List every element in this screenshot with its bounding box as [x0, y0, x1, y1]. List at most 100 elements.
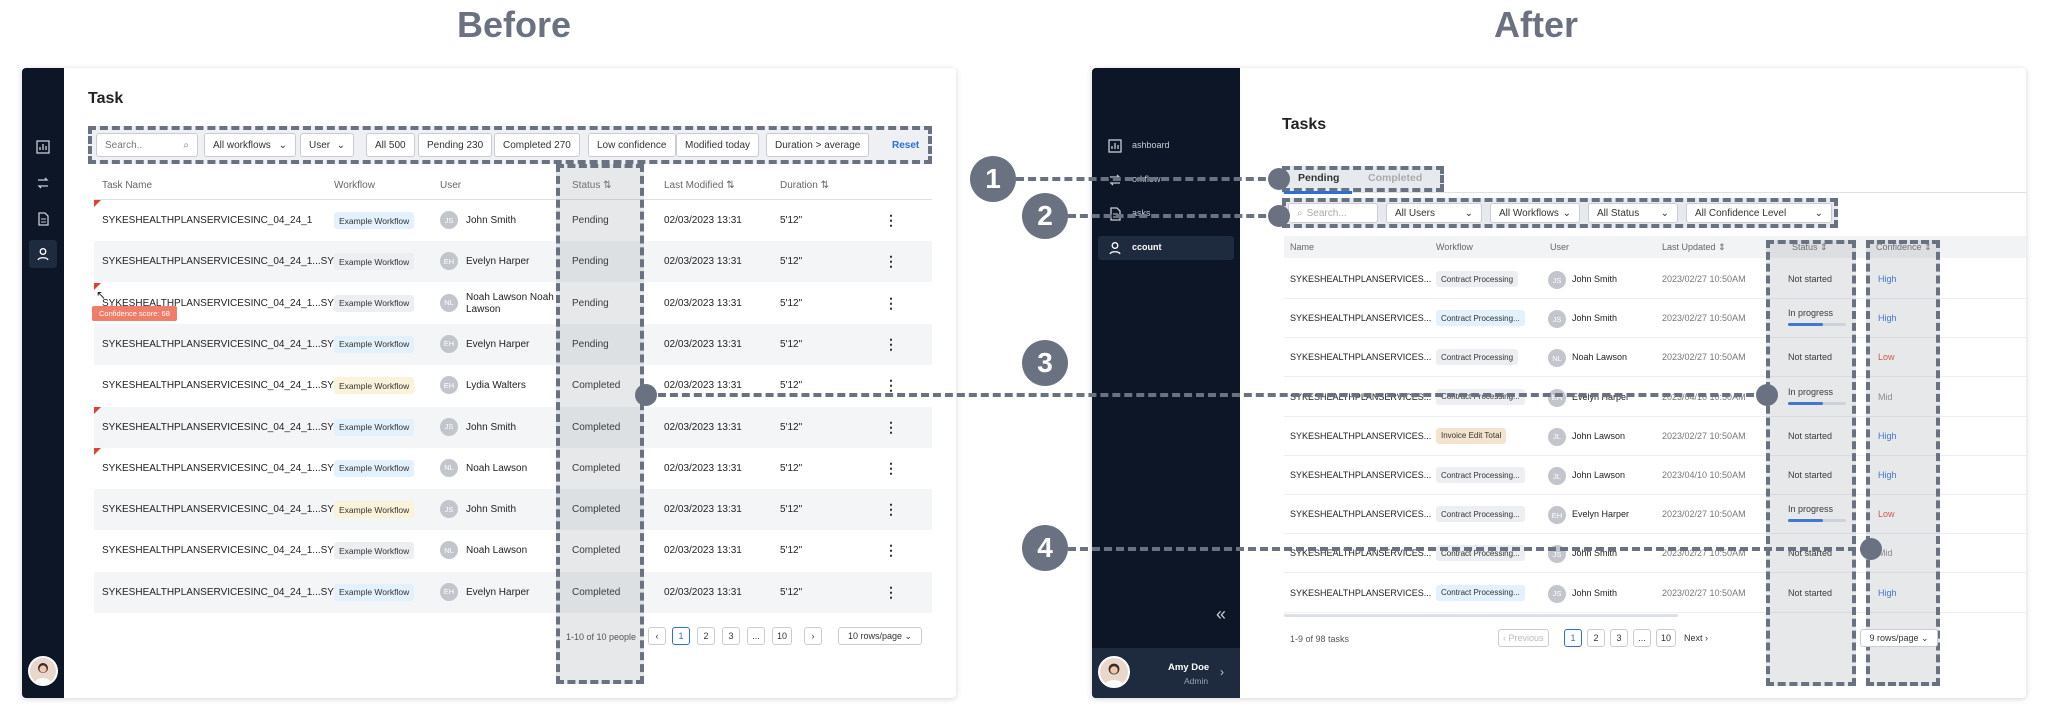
horizontal-scrollbar[interactable]: [1284, 614, 1678, 617]
user-avatar: JS: [440, 417, 458, 436]
table-row[interactable]: [94, 200, 932, 241]
search-icon: ⌕: [1297, 207, 1303, 219]
filter-low-confidence[interactable]: Low confidence: [588, 133, 676, 157]
col-last-modified[interactable]: Last Modified ⇅: [664, 180, 735, 191]
duration: 5'12": [780, 462, 803, 474]
page-button[interactable]: 3: [1610, 629, 1628, 647]
page-button[interactable]: ...: [1633, 629, 1651, 647]
next-page-button[interactable]: ›: [804, 627, 822, 645]
more-icon[interactable]: ⋮: [884, 418, 898, 435]
page-button[interactable]: 2: [1587, 629, 1605, 647]
rows-per-page-label: 10 rows/page: [847, 631, 902, 641]
prev-page-button[interactable]: ‹ Previous: [1498, 629, 1549, 647]
search-icon: ⌕: [183, 139, 189, 151]
next-page-button[interactable]: Next ›: [1680, 629, 1713, 647]
page-button[interactable]: 10: [772, 627, 793, 645]
reset-link[interactable]: Reset: [892, 140, 920, 151]
user-avatar: JL: [1548, 427, 1566, 446]
filter-all[interactable]: All 500: [366, 133, 415, 157]
task-name: SYKESHEALTHPLANSERVICESINC_04_24_1...SYK…: [102, 256, 356, 268]
table-row[interactable]: [94, 571, 932, 613]
collapse-sidebar-button[interactable]: «: [1216, 604, 1227, 624]
page-button[interactable]: 2: [697, 627, 715, 645]
rows-per-page-select[interactable]: 10 rows/page ⌄: [838, 627, 922, 645]
table-row[interactable]: [94, 323, 932, 365]
page-button[interactable]: 1: [1564, 629, 1582, 647]
sidebar-item-chart[interactable]: ashboard: [1098, 134, 1234, 158]
user-avatar: EH: [440, 376, 458, 395]
user-card[interactable]: Amy Doe Admin ›: [1092, 648, 1240, 698]
table-row[interactable]: [1284, 338, 2026, 378]
col-status[interactable]: Status ⇕: [1792, 242, 1828, 253]
page-button[interactable]: ...: [747, 627, 765, 645]
table-row[interactable]: [94, 282, 932, 324]
sidebar-item-user[interactable]: ccount: [1098, 236, 1234, 260]
confidence-filter[interactable]: All Confidence Level⌄: [1686, 203, 1832, 223]
table-row[interactable]: [1284, 573, 2026, 613]
users-filter[interactable]: All Users⌄: [1386, 203, 1482, 223]
user-avatar: JS: [1548, 310, 1566, 329]
tab-pending[interactable]: Pending: [1298, 172, 1340, 184]
sidebar-item-label: asks: [1132, 208, 1151, 218]
col-last-updated[interactable]: Last Updated ⇕: [1662, 242, 1726, 253]
rows-per-page-select[interactable]: 9 rows/page ⌄: [1860, 629, 1938, 647]
status-text: Completed: [572, 504, 621, 516]
table-row[interactable]: [1284, 534, 2026, 574]
more-icon[interactable]: ⋮: [884, 212, 898, 228]
table-row[interactable]: [94, 365, 932, 407]
sort-icon: ⇅: [603, 180, 612, 191]
page-button[interactable]: 10: [1656, 629, 1677, 647]
table-row[interactable]: [94, 530, 932, 572]
chevron-down-icon: ⌄: [904, 630, 913, 641]
more-icon[interactable]: ⋮: [884, 583, 898, 600]
table-row[interactable]: [94, 489, 932, 531]
user-name: John Smith: [466, 504, 517, 516]
table-row[interactable]: [1284, 416, 2026, 456]
user-filter[interactable]: User⌄: [300, 133, 354, 157]
confidence-column-highlight: [1866, 240, 1940, 686]
more-icon[interactable]: ⋮: [884, 542, 898, 559]
more-icon[interactable]: ⋮: [884, 459, 898, 476]
tab-completed[interactable]: Completed: [1368, 172, 1423, 184]
workflows-filter[interactable]: All Workflows⌄: [1490, 203, 1580, 223]
filter-pending[interactable]: Pending 230: [418, 133, 493, 157]
table-row[interactable]: [1284, 299, 2026, 339]
more-icon[interactable]: ⋮: [884, 294, 898, 311]
page-button[interactable]: 1: [672, 627, 690, 645]
filter-duration[interactable]: Duration > average: [766, 133, 870, 157]
chart-icon[interactable]: [32, 136, 54, 158]
more-icon[interactable]: ⋮: [884, 335, 898, 352]
col-duration[interactable]: Duration ⇅: [780, 180, 829, 191]
table-row[interactable]: [1284, 495, 2026, 535]
more-icon[interactable]: ⋮: [884, 501, 898, 518]
table-row[interactable]: [94, 241, 932, 283]
status-text: Not started: [1788, 548, 1833, 559]
avatar[interactable]: [28, 656, 58, 686]
workflow-tag: Contract Processing...: [1436, 467, 1525, 483]
more-icon[interactable]: ⋮: [884, 377, 898, 394]
search-input[interactable]: ⌕Search...: [1288, 203, 1378, 223]
page-button[interactable]: 3: [722, 627, 740, 645]
workflow-filter[interactable]: All workflows⌄: [204, 133, 296, 157]
user-name: Noah Lawson Noah: [466, 291, 554, 303]
table-row[interactable]: [94, 447, 932, 489]
status-text: Completed: [572, 421, 621, 433]
document-icon[interactable]: [32, 208, 54, 230]
swap-icon[interactable]: [32, 172, 54, 194]
status-filter[interactable]: All Status⌄: [1588, 203, 1678, 223]
col-confidence[interactable]: Confidence ⇕: [1876, 242, 1932, 253]
last-updated: 2023/04/10 10:50AM: [1662, 470, 1746, 480]
table-row[interactable]: [1284, 456, 2026, 495]
filter-modified-today[interactable]: Modified today: [676, 133, 760, 157]
user-icon[interactable]: [29, 240, 57, 268]
more-icon[interactable]: ⋮: [884, 253, 898, 270]
progress-bar: [1788, 519, 1846, 523]
user-name: Noah Lawson: [1572, 352, 1628, 363]
prev-page-button[interactable]: ‹: [648, 627, 666, 645]
filter-completed[interactable]: Completed 270: [494, 133, 580, 157]
table-row[interactable]: [1284, 260, 2026, 299]
table-row[interactable]: [94, 406, 932, 448]
col-status[interactable]: Status ⇅: [572, 180, 612, 191]
table-row[interactable]: [1284, 377, 2026, 417]
search-input[interactable]: Search..⌕: [96, 133, 198, 157]
